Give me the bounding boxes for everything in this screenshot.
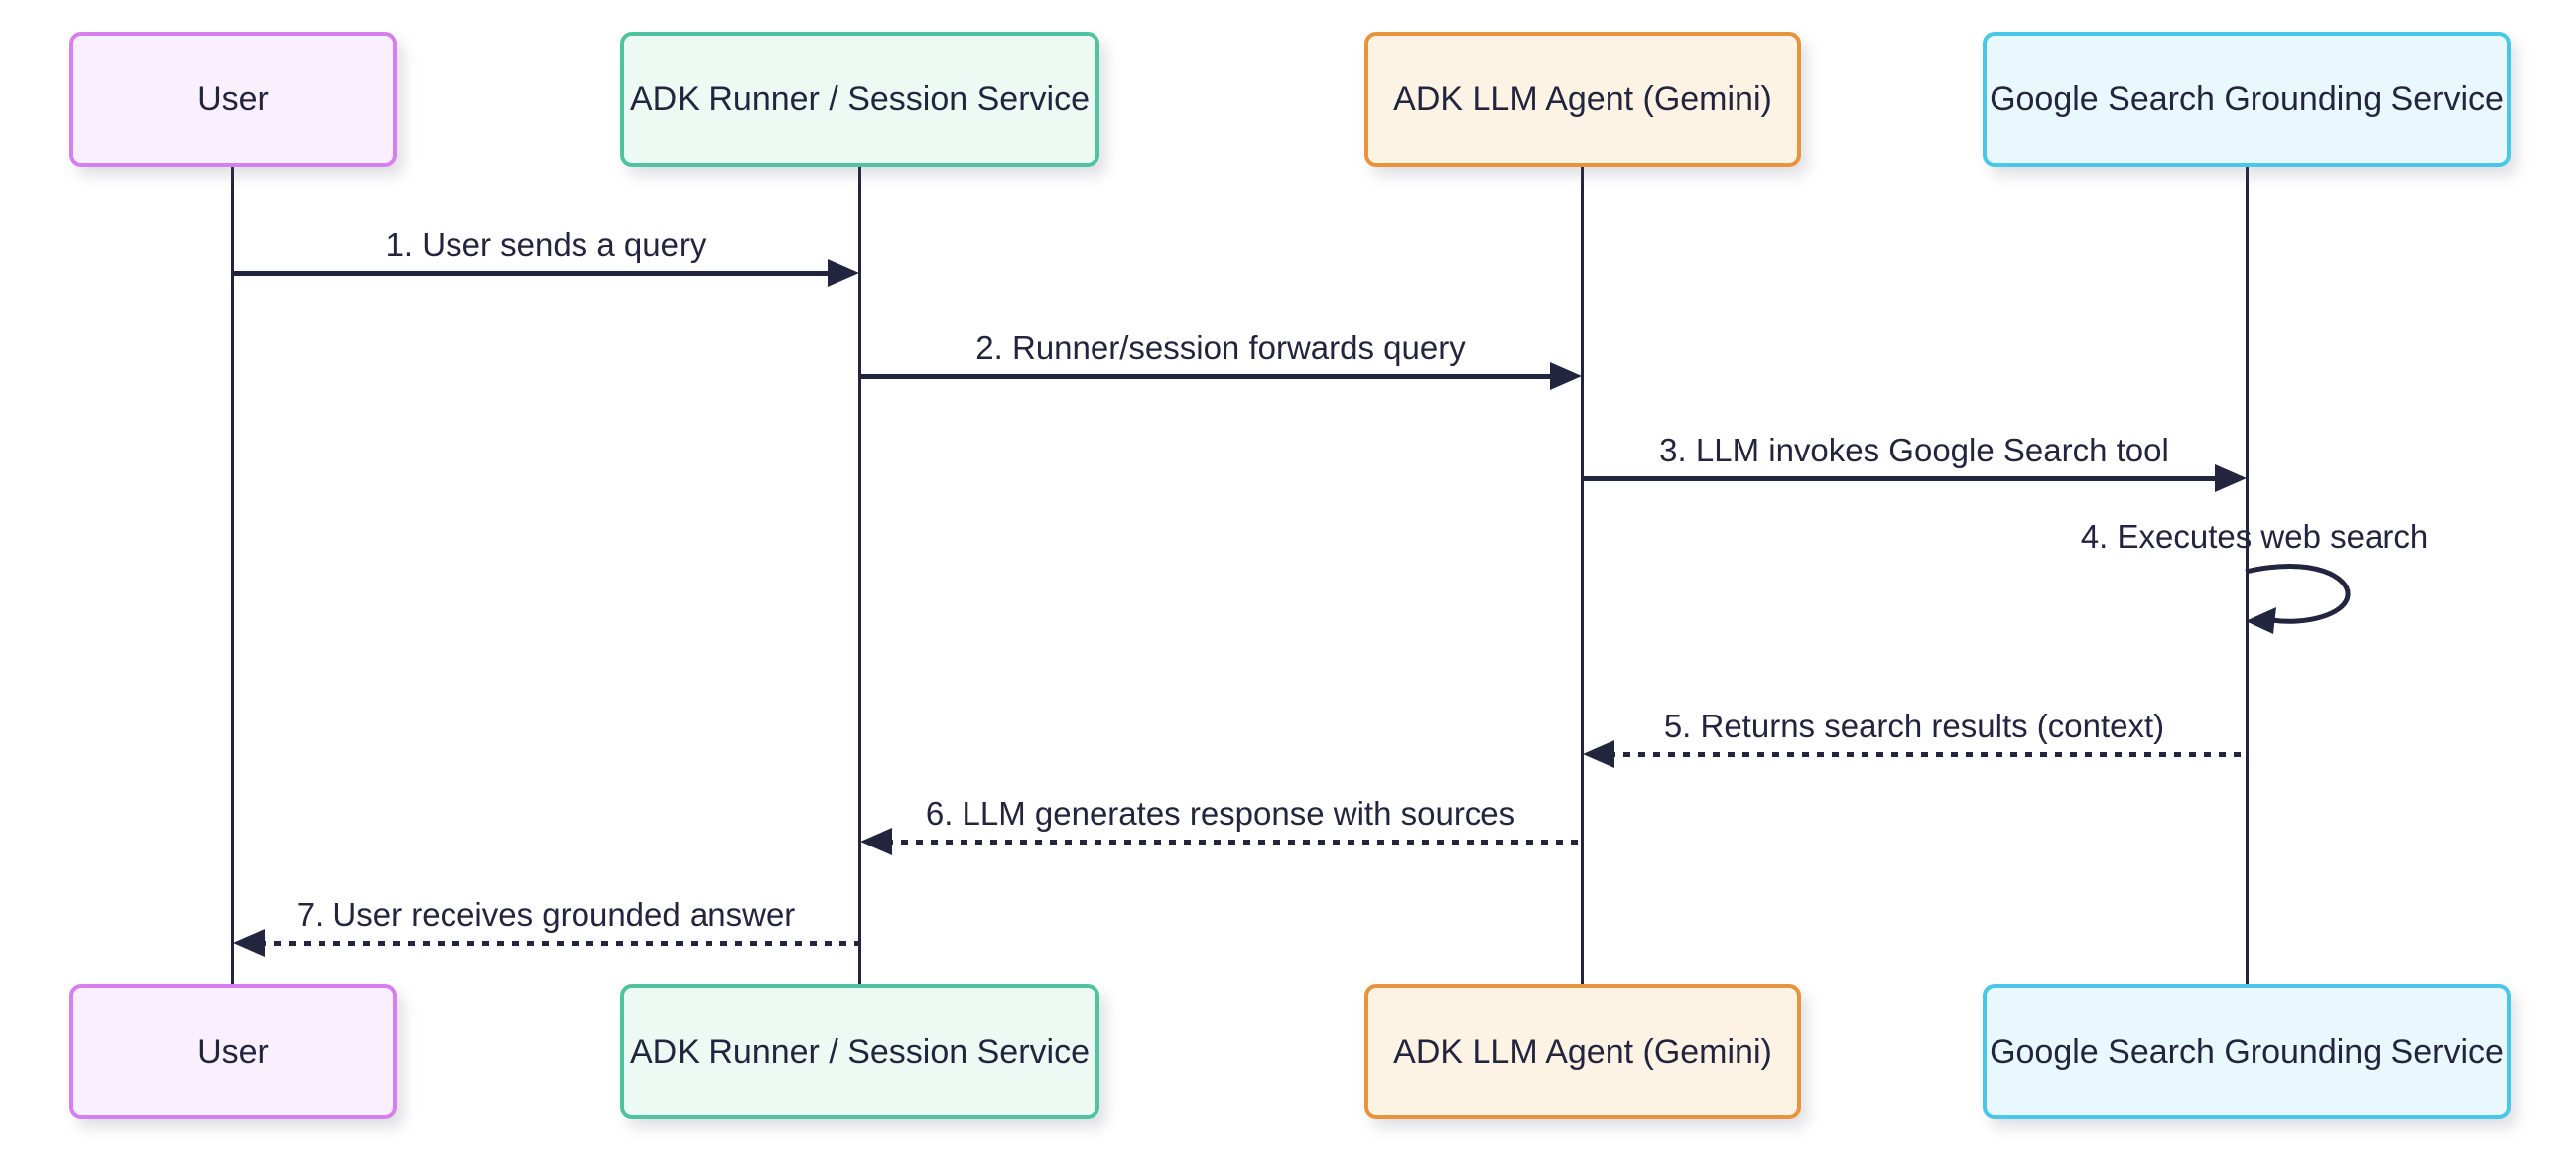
- actor-google-top: Google Search Grounding Service: [1983, 32, 2511, 167]
- actor-user-label: User: [197, 79, 269, 118]
- message-7-arrowhead-icon: [233, 929, 265, 957]
- actor-google-bottom: Google Search Grounding Service: [1983, 984, 2511, 1119]
- lifeline-runner: [858, 167, 861, 984]
- message-7-label: 7. User receives grounded answer: [296, 896, 796, 933]
- actor-llm-label: ADK LLM Agent (Gemini): [1393, 79, 1772, 118]
- lifeline-llm: [1581, 167, 1584, 984]
- message-1-label: 1. User sends a query: [385, 226, 707, 263]
- lifeline-google: [2246, 167, 2249, 984]
- lifeline-user: [231, 167, 234, 984]
- actor-runner-label-bottom: ADK Runner / Session Service: [630, 1032, 1090, 1071]
- message-6-line: [886, 840, 1583, 845]
- message-1-arrowhead-icon: [828, 259, 859, 287]
- actor-llm-top: ADK LLM Agent (Gemini): [1364, 32, 1801, 167]
- message-6-label: 6. LLM generates response with sources: [925, 795, 1516, 832]
- message-4-label: 4. Executes web search: [2080, 518, 2429, 555]
- actor-user-top: User: [69, 32, 397, 167]
- message-5-label: 5. Returns search results (context): [1663, 708, 2165, 744]
- message-1-line: [233, 271, 833, 276]
- message-5-line: [1609, 752, 2248, 757]
- message-7-line: [259, 941, 860, 946]
- actor-google-label: Google Search Grounding Service: [1990, 79, 2504, 118]
- actor-user-bottom: User: [69, 984, 397, 1119]
- actor-google-label-bottom: Google Search Grounding Service: [1990, 1032, 2504, 1071]
- message-3-line: [1583, 476, 2220, 481]
- message-2-label: 2. Runner/session forwards query: [975, 329, 1466, 366]
- actor-runner-top: ADK Runner / Session Service: [620, 32, 1099, 167]
- message-2-line: [860, 374, 1555, 379]
- message-3-arrowhead-icon: [2215, 464, 2247, 492]
- message-3-label: 3. LLM invokes Google Search tool: [1659, 432, 2169, 468]
- actor-llm-label-bottom: ADK LLM Agent (Gemini): [1393, 1032, 1772, 1071]
- actor-llm-bottom: ADK LLM Agent (Gemini): [1364, 984, 1801, 1119]
- actor-runner-bottom: ADK Runner / Session Service: [620, 984, 1099, 1119]
- message-2-arrowhead-icon: [1550, 362, 1582, 390]
- actor-runner-label: ADK Runner / Session Service: [630, 79, 1090, 118]
- message-4-self-loop-arrow: [2245, 563, 2351, 634]
- message-5-arrowhead-icon: [1583, 740, 1614, 768]
- message-6-arrowhead-icon: [860, 828, 892, 855]
- actor-user-label-bottom: User: [197, 1032, 269, 1071]
